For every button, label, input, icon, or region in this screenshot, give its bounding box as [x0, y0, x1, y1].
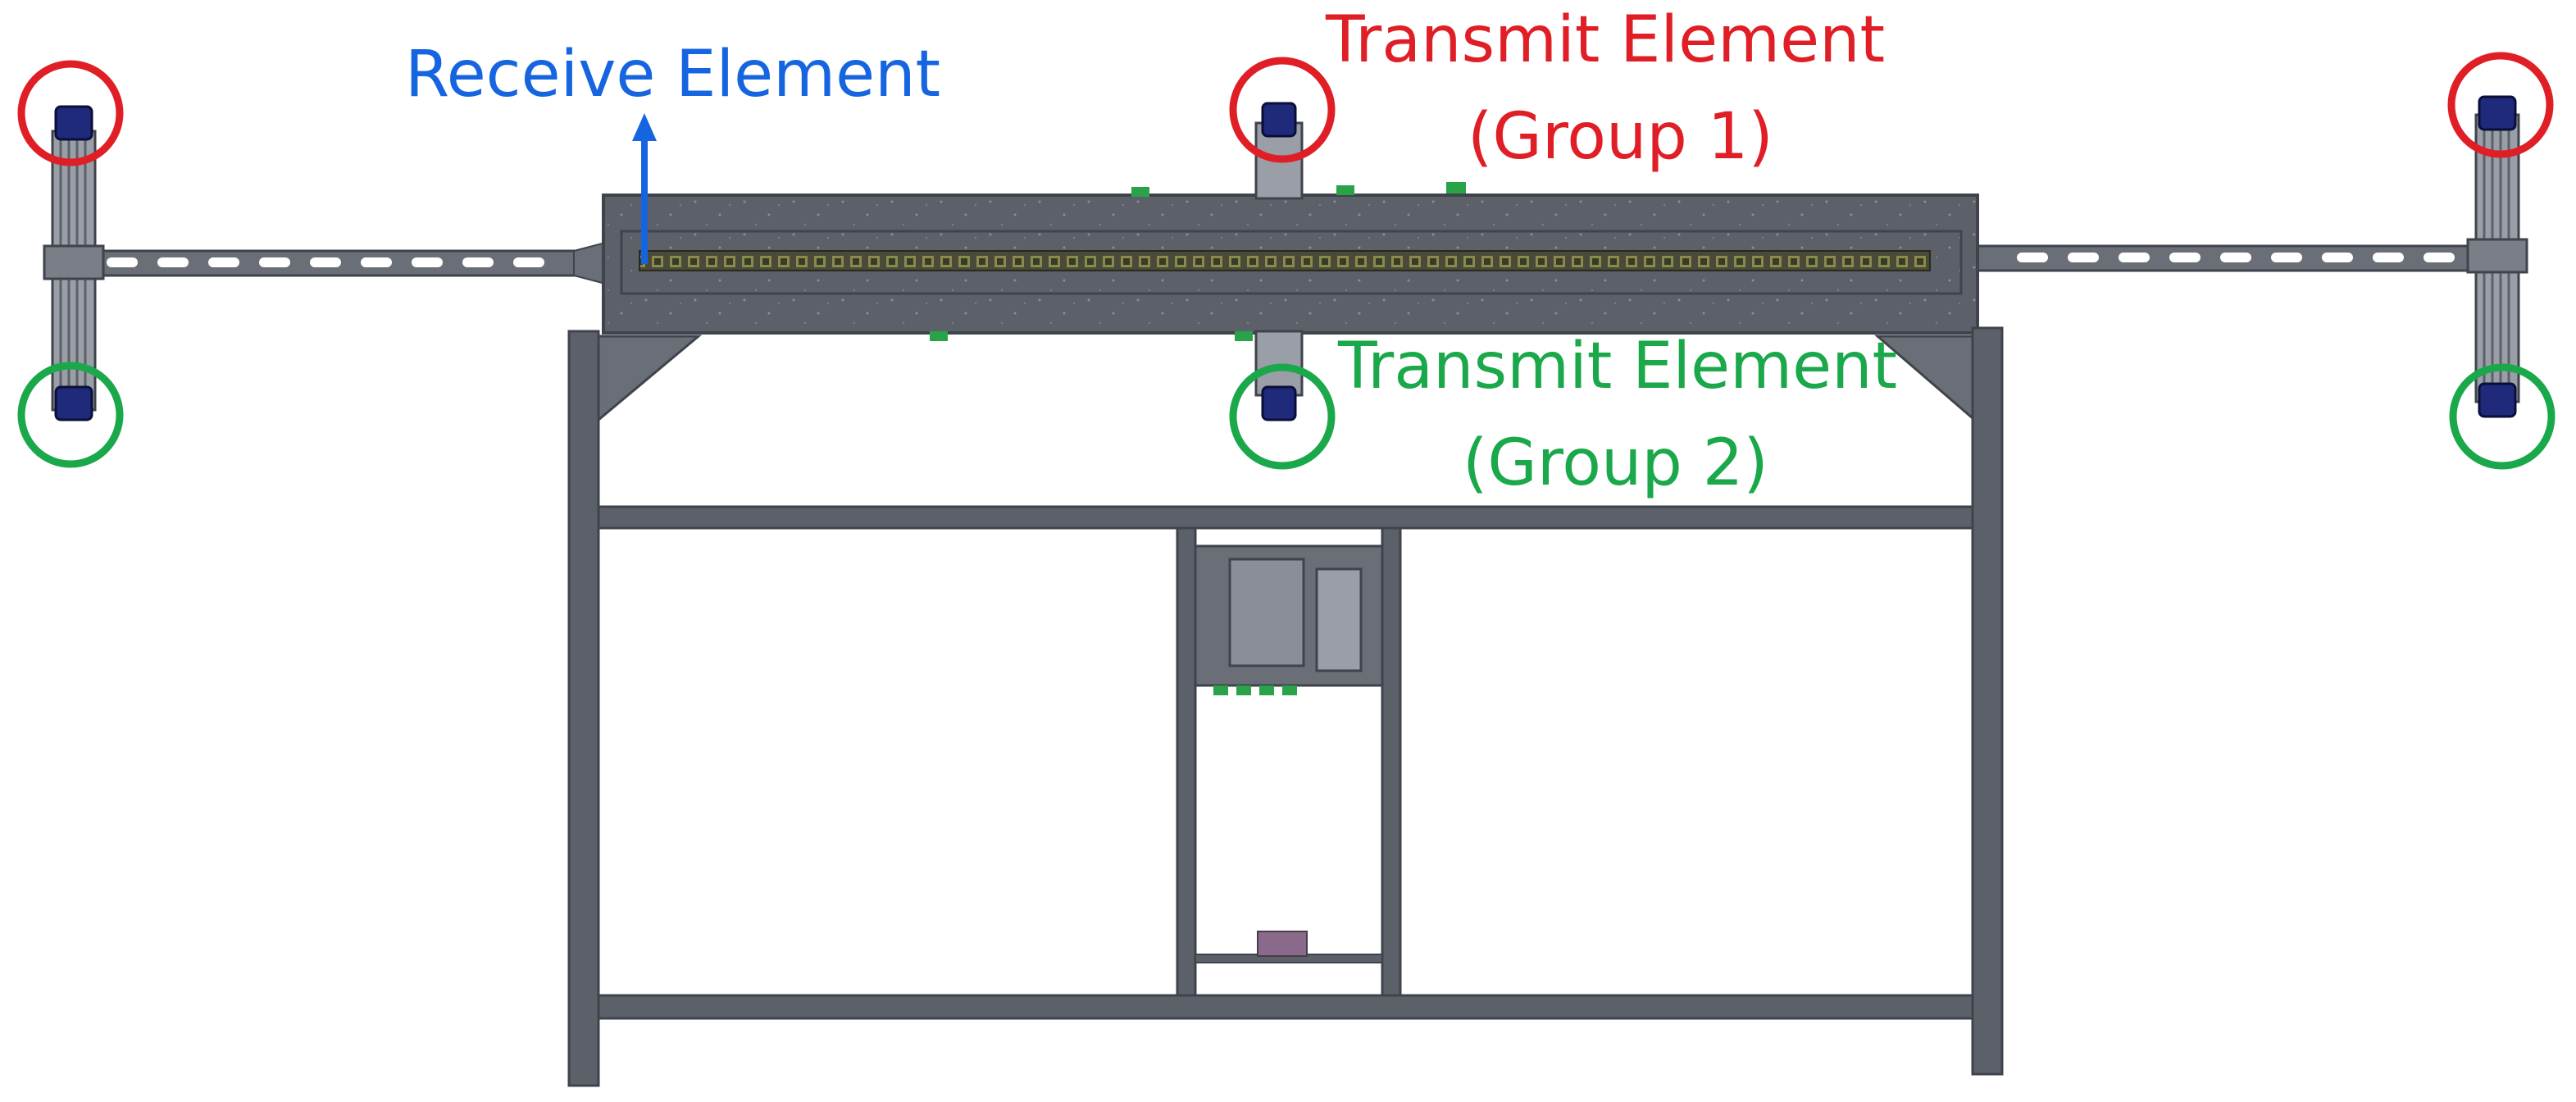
transmit-group1-label-line1: Transmit Element — [1326, 3, 1886, 77]
group1-left-marker — [17, 60, 124, 166]
group2-center-marker — [1229, 363, 1336, 470]
arrow-up-icon — [632, 113, 657, 264]
lower-shelf — [1195, 931, 1383, 963]
right-mast — [2466, 95, 2528, 418]
electronics-box — [1194, 544, 1384, 695]
main-housing — [602, 182, 1979, 341]
left-boom — [71, 241, 607, 285]
transmit-group1-label-line2: (Group 1) — [1468, 100, 1773, 174]
transmit-group2-label-line2: (Group 2) — [1463, 426, 1768, 500]
receive-element-label: Receive Element — [405, 38, 941, 112]
transmit-group2-label-line1: Transmit Element — [1338, 330, 1898, 403]
group1-right-marker — [2447, 52, 2554, 158]
stand-frame — [567, 326, 2004, 1087]
group1-center-marker — [1229, 57, 1336, 163]
right-boom — [1950, 238, 2504, 280]
group2-left-marker — [17, 362, 124, 468]
group2-right-marker — [2449, 363, 2556, 470]
center-top-mast — [1254, 102, 1304, 200]
center-bottom-mast — [1254, 330, 1304, 421]
